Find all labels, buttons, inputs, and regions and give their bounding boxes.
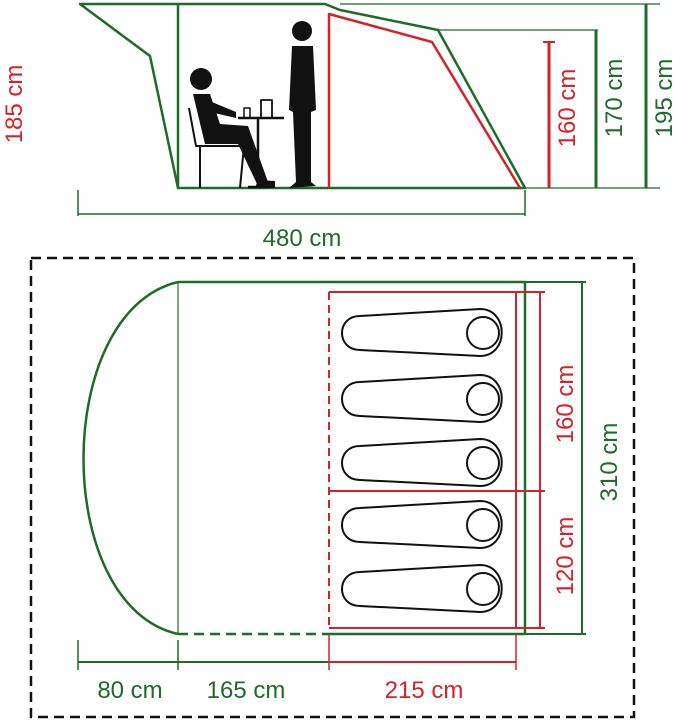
standing-person-icon xyxy=(289,21,316,188)
porch-arc xyxy=(82,280,179,636)
depth-bedroom-upper-label: 160 cm xyxy=(552,365,579,444)
bedroom-outline xyxy=(327,12,522,189)
depth-total-label: 310 cm xyxy=(596,423,623,502)
tent-body-outline xyxy=(176,2,527,190)
depth-total-dim xyxy=(525,281,586,635)
seated-person-icon xyxy=(188,68,284,189)
sleeping-bags xyxy=(341,307,503,614)
living-area-outline xyxy=(178,280,527,634)
labels: 185 cm 480 cm 160 cm 170 cm 195 cm 160 c… xyxy=(1,59,675,704)
height-bedroom-label: 160 cm xyxy=(554,69,581,148)
depth-bedroom-lower-dim xyxy=(516,491,545,629)
height-total-label: 185 cm xyxy=(1,65,28,144)
width-living-label: 165 cm xyxy=(207,677,286,704)
side-view xyxy=(77,2,660,216)
sleeping-bag-icon xyxy=(341,563,503,614)
sleeping-bag-icon xyxy=(341,373,503,424)
sleeping-bag-icon xyxy=(341,437,503,488)
width-porch-label: 80 cm xyxy=(97,677,162,704)
depth-bedroom-lower-label: 120 cm xyxy=(552,517,579,596)
bedroom-compartments xyxy=(328,291,517,629)
floor-plan xyxy=(29,256,636,719)
width-dims xyxy=(77,634,517,670)
height-mid-label: 170 cm xyxy=(601,59,628,138)
sleeping-bag-icon xyxy=(341,499,503,550)
sleeping-bag-icon xyxy=(341,307,503,358)
height-max-label: 195 cm xyxy=(651,59,675,138)
footprint-outline xyxy=(29,256,636,719)
awning-outline xyxy=(78,2,180,189)
length-label: 480 cm xyxy=(263,225,342,252)
width-bedroom-label: 215 cm xyxy=(385,677,464,704)
depth-bedroom-upper-dim xyxy=(516,291,545,492)
